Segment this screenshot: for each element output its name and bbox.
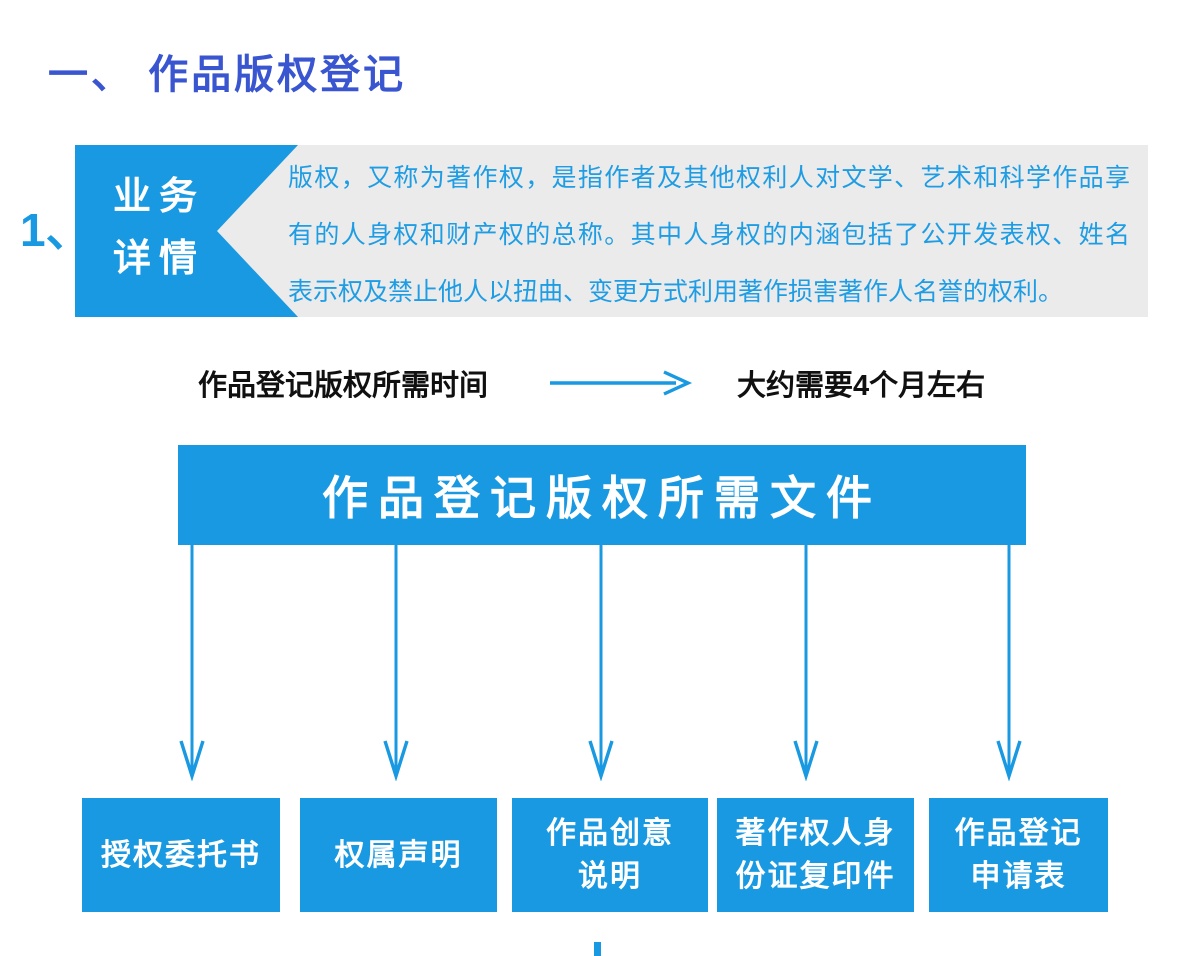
down-arrow-icon (996, 545, 1022, 781)
doc-box-creative-description: 作品创意 说明 (512, 798, 708, 912)
required-documents-banner: 作品登记版权所需文件 (178, 445, 1026, 545)
doc-box-authorization-letter: 授权委托书 (82, 798, 280, 912)
label-line-1: 业务 (112, 176, 205, 218)
doc-box-label: 份证复印件 (735, 860, 896, 893)
doc-box-label: 说明 (578, 860, 642, 893)
label-line-2: 详情 (112, 238, 205, 280)
paragraph-background-panel (298, 145, 1148, 317)
doc-box-application-form: 作品登记 申请表 (929, 798, 1108, 912)
doc-box-label: 著作权人身 (735, 817, 896, 850)
paragraph-line: 表示权及禁止他人以扭曲、变更方式利用著作损害著作人名誉的权利。 (288, 278, 1064, 306)
doc-box-label: 作品登记 (954, 817, 1083, 850)
doc-box-label: 申请表 (970, 860, 1067, 893)
copyright-definition-paragraph: 版权，又称为著作权，是指作者及其他权利人对文学、艺术和科学作品享 有的人身权和财… (288, 150, 1130, 321)
next-section-connector-stub (594, 942, 601, 956)
paragraph-line: 有的人身权和财产权的总称。其中人身权的内涵包括了公开发表权、姓名 (288, 221, 1130, 249)
business-detail-label: 业务 详情 (75, 166, 243, 290)
doc-box-ownership-statement: 权属声明 (300, 798, 497, 912)
down-arrow-icon (383, 545, 409, 781)
right-arrow-icon (550, 370, 693, 396)
paragraph-line: 版权，又称为著作权，是指作者及其他权利人对文学、艺术和科学作品享 (288, 164, 1130, 192)
doc-box-label: 授权委托书 (101, 838, 261, 872)
label-box-notch-shape (217, 145, 298, 317)
page-title: 一、 作品版权登记 (48, 53, 407, 97)
doc-box-id-copy: 著作权人身 份证复印件 (717, 798, 914, 912)
down-arrow-icon (793, 545, 819, 781)
time-required-label: 作品登记版权所需时间 (198, 370, 489, 402)
down-arrow-icon (179, 545, 205, 781)
doc-box-label: 作品创意 (546, 817, 674, 850)
time-required-value: 大约需要4个月左右 (737, 370, 986, 402)
doc-box-label: 权属声明 (334, 838, 463, 872)
banner-title: 作品登记版权所需文件 (322, 472, 882, 524)
down-arrow-icon (588, 545, 614, 781)
